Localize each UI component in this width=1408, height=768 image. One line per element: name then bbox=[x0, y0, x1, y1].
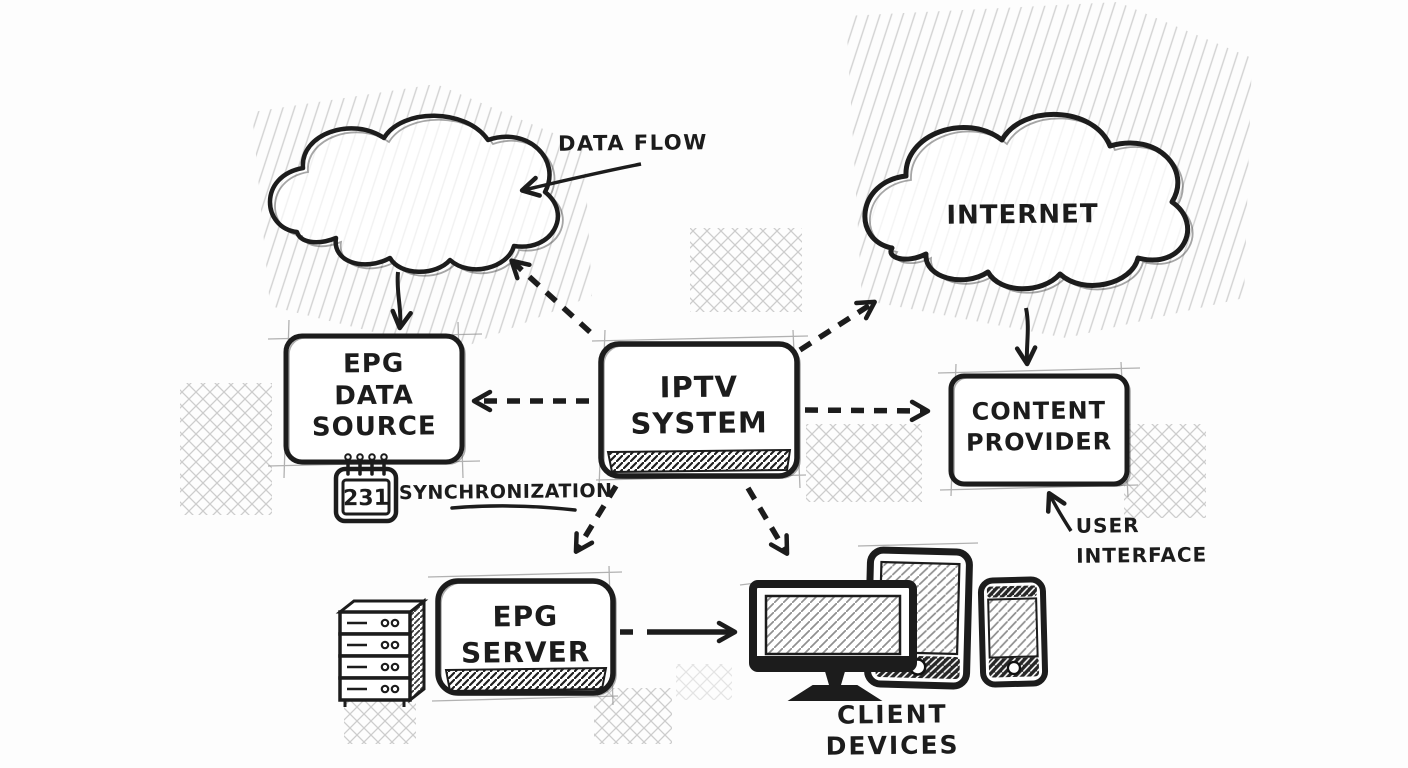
client-devices-label: CLIENT DEVICES bbox=[825, 699, 960, 761]
edge-internet-to-content-provider bbox=[1014, 307, 1038, 367]
monitor-icon bbox=[749, 580, 917, 701]
server-rack-icon bbox=[335, 597, 429, 707]
edge-iptv-to-epg-server bbox=[573, 484, 619, 554]
calendar-icon bbox=[333, 453, 399, 524]
edge-user-interface-to-content bbox=[1045, 490, 1073, 532]
epg-data-source-box bbox=[283, 333, 466, 465]
user-interface-label: USER INTERFACE bbox=[1075, 513, 1208, 568]
iptv-system-label: IPTV SYSTEM bbox=[630, 369, 768, 441]
internet-cloud bbox=[862, 111, 1194, 294]
epg-server-box bbox=[435, 578, 617, 696]
crosshatch-patches bbox=[180, 228, 1206, 744]
epg-data-source-label: EPG DATA SOURCE bbox=[311, 348, 437, 444]
content-provider-label: CONTENT PROVIDER bbox=[965, 396, 1113, 457]
edge-cloud-to-epg-data-source bbox=[390, 271, 413, 331]
calendar-day-value: 231 bbox=[342, 485, 390, 512]
internet-label: INTERNET bbox=[946, 199, 1099, 231]
edge-iptv-to-client-devices bbox=[745, 486, 790, 556]
data-flow-cloud bbox=[267, 113, 564, 277]
edge-iptv-to-content-provider bbox=[804, 399, 931, 423]
smartphone-icon bbox=[977, 576, 1049, 688]
edge-iptv-to-data-flow-cloud bbox=[509, 258, 592, 335]
synchronization-label: SYNCHRONIZATION bbox=[398, 479, 613, 505]
edges-layer bbox=[390, 162, 1073, 644]
epg-server-label: EPG SERVER bbox=[460, 599, 591, 670]
content-provider-box bbox=[948, 373, 1131, 487]
edge-data-flow-label-to-cloud bbox=[519, 162, 642, 198]
synchronization-underline bbox=[450, 504, 577, 512]
data-flow-label: DATA FLOW bbox=[557, 130, 708, 156]
edge-iptv-to-internet-cloud bbox=[798, 299, 877, 353]
iptv-system-box bbox=[598, 341, 801, 479]
